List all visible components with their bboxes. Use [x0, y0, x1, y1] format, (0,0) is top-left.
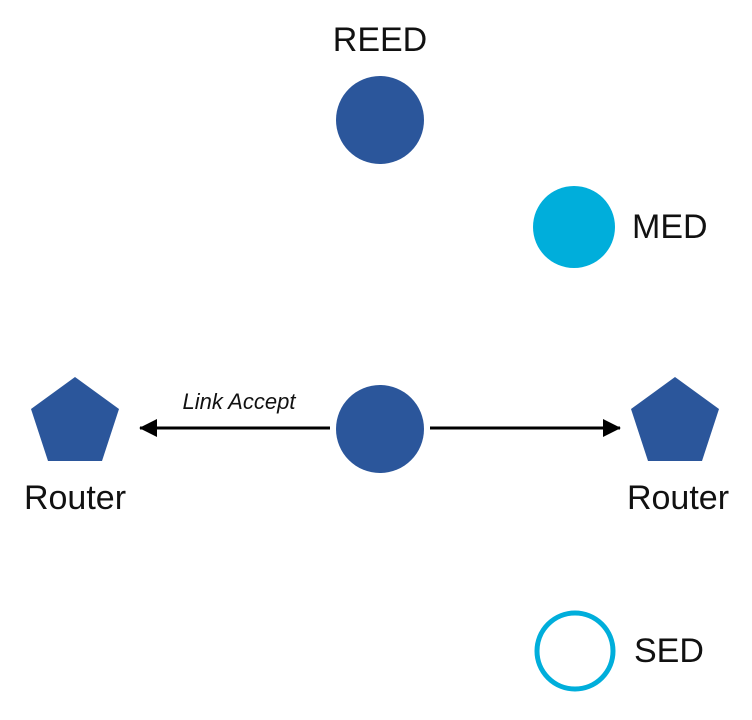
node-router-right[interactable]: Router — [627, 377, 729, 517]
edge-link-accept[interactable]: Link Accept — [139, 389, 330, 437]
edge-label-link-accept: Link Accept — [183, 389, 297, 414]
node-sed[interactable]: SED — [534, 610, 704, 692]
sed-ring-icon[interactable] — [534, 610, 616, 692]
med-circle-icon[interactable] — [533, 186, 615, 268]
router-pentagon-icon-left[interactable] — [31, 377, 119, 461]
edge-layer: Link Accept — [139, 389, 621, 437]
node-leader[interactable] — [336, 385, 424, 473]
node-label-router-right: Router — [627, 479, 729, 517]
reed-circle-icon[interactable] — [336, 76, 424, 164]
leader-circle-icon[interactable] — [336, 385, 424, 473]
node-reed[interactable]: REED — [333, 21, 427, 164]
node-label-router-left: Router — [24, 479, 126, 517]
router-pentagon-icon-right[interactable] — [631, 377, 719, 461]
node-router-left[interactable]: Router — [24, 377, 126, 517]
node-label-sed: SED — [634, 632, 704, 670]
node-label-reed: REED — [333, 21, 427, 59]
node-label-med: MED — [632, 208, 708, 246]
node-med[interactable]: MED — [533, 186, 708, 268]
node-layer: REED MED Router Router — [24, 21, 729, 692]
